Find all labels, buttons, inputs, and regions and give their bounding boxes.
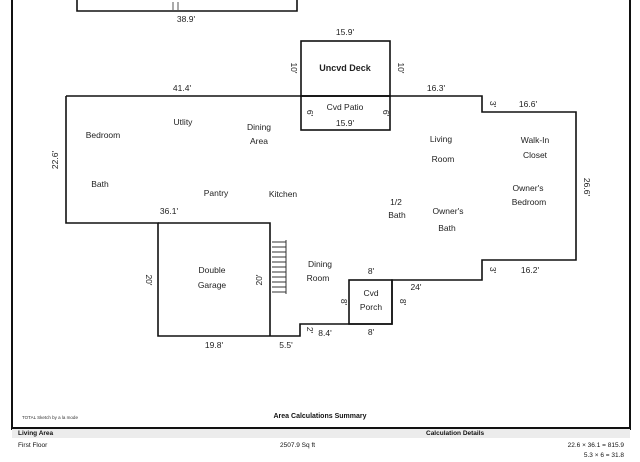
room-living-line1: Living — [430, 134, 452, 144]
room-owners-bedroom-line1: Owner's — [513, 183, 544, 193]
room-owners-bath-line2: Bath — [438, 223, 456, 233]
right-side-dim: 26.6' — [582, 178, 592, 197]
room-garage-line2: Garage — [198, 280, 227, 290]
deck-right-dim: 10' — [396, 62, 406, 73]
calc-line-1: 22.6 × 36.1 = 815.9 — [567, 442, 624, 449]
room-kitchen: Kitchen — [269, 189, 298, 199]
room-dining-area-line1: Dining — [247, 122, 271, 132]
room-utility: Utlity — [174, 117, 194, 127]
garage-top-dim: 36.1' — [160, 206, 179, 216]
room-porch-line1: Cvd — [363, 288, 378, 298]
garage-inner-dim: 20' — [254, 274, 264, 285]
room-bath: Bath — [91, 179, 109, 189]
left-side-dim: 22.6' — [50, 151, 60, 170]
room-walkin-line2: Closet — [523, 150, 548, 160]
area-summary-title: Area Calculations Summary — [273, 413, 367, 420]
patio-right-dim: 6' — [381, 110, 391, 117]
porch-right-dim: 8' — [398, 299, 408, 306]
calc-details-header: Calculation Details — [426, 430, 485, 437]
room-bedroom: Bedroom — [86, 130, 121, 140]
living-area-header: Living Area — [18, 430, 54, 437]
room-dining-room-line1: Dining — [308, 259, 332, 269]
room-walkin-line1: Walk-In — [521, 135, 550, 145]
room-half-bath-line2: Bath — [388, 210, 406, 220]
deck-label: Uncvd Deck — [319, 63, 372, 73]
garage-outline — [158, 222, 271, 336]
upper-width-dim: 38.9' — [177, 14, 196, 24]
room-living-line2: Room — [432, 154, 455, 164]
garage-side-dim: 20' — [144, 274, 154, 285]
room-porch-line2: Porch — [360, 302, 382, 312]
porch-bottom-dim: 8' — [368, 327, 375, 337]
room-dining-area-line2: Area — [250, 136, 268, 146]
stairs — [272, 240, 287, 294]
room-half-bath-line1: 1/2 — [390, 197, 402, 207]
bottom-dim-a: 5.5' — [279, 340, 293, 350]
step-dim-b: 2' — [305, 327, 315, 334]
bottom-dim-b: 8.4' — [318, 328, 332, 338]
right-bottom-dim: 16.2' — [521, 265, 540, 275]
patio-left-dim: 6' — [305, 110, 315, 117]
room-owners-bedroom-line2: Bedroom — [512, 197, 547, 207]
deck-top-dim: 15.9' — [336, 27, 355, 37]
upper-floor-outline — [76, 0, 298, 12]
first-floor-label: First Floor — [18, 442, 48, 449]
lower-right-dim: 24' — [410, 282, 421, 292]
room-garage-line1: Double — [199, 265, 226, 275]
deck-left-dim: 10' — [289, 62, 299, 73]
calc-line-2: 5.3 × 6 = 31.8 — [583, 452, 624, 459]
patio-width-dim: 15.9' — [336, 118, 355, 128]
room-dining-room-line2: Room — [307, 273, 330, 283]
room-pantry: Pantry — [204, 188, 229, 198]
garage-bottom-dim: 19.8' — [205, 340, 224, 350]
covered-porch — [348, 279, 393, 325]
summary-header-row — [12, 429, 630, 438]
porch-left-dim: 8' — [339, 299, 349, 306]
main-house-outline — [65, 95, 577, 337]
first-floor-area: 2507.9 Sq ft — [280, 442, 316, 449]
area-summary-table: Living Area Calculation Details First Fl… — [12, 427, 630, 462]
porch-top-dim: 8' — [368, 266, 375, 276]
step-dim-a: 3' — [488, 101, 498, 108]
right-top-dim-b: 16.6' — [519, 99, 538, 109]
sketch-credit: TOTAL Sketch by a la mode — [22, 415, 78, 420]
patio-label: Cvd Patio — [327, 102, 364, 112]
step-dim-c: 3' — [488, 267, 498, 274]
room-owners-bath-line1: Owner's — [433, 206, 464, 216]
right-top-dim-a: 16.3' — [427, 83, 446, 93]
main-top-dim: 41.4' — [173, 83, 192, 93]
